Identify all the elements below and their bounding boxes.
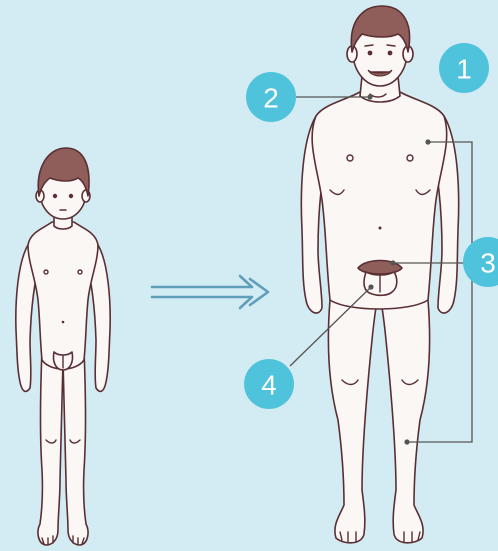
child-navel — [62, 321, 65, 324]
marker-3: 3 — [463, 237, 498, 287]
arrow-right-icon — [152, 276, 268, 308]
child-eye-left — [53, 194, 57, 198]
child-eye-right — [69, 194, 73, 198]
svg-text:2: 2 — [263, 83, 279, 114]
adult-figure — [301, 6, 458, 543]
adult-left-leg — [328, 296, 378, 543]
child-torso — [28, 222, 98, 369]
child-figure — [16, 148, 110, 545]
marker-1: 1 — [439, 43, 489, 93]
svg-text:4: 4 — [261, 370, 277, 401]
marker-4: 4 — [244, 359, 294, 409]
adult-eye-right — [388, 51, 393, 56]
svg-text:3: 3 — [480, 248, 496, 279]
adult-eye-left — [368, 51, 373, 56]
child-left-leg — [38, 350, 63, 545]
child-right-leg — [63, 350, 88, 545]
adult-navel — [379, 227, 382, 230]
marker-2: 2 — [246, 72, 296, 122]
adult-right-leg — [380, 296, 430, 543]
svg-text:1: 1 — [456, 54, 472, 85]
